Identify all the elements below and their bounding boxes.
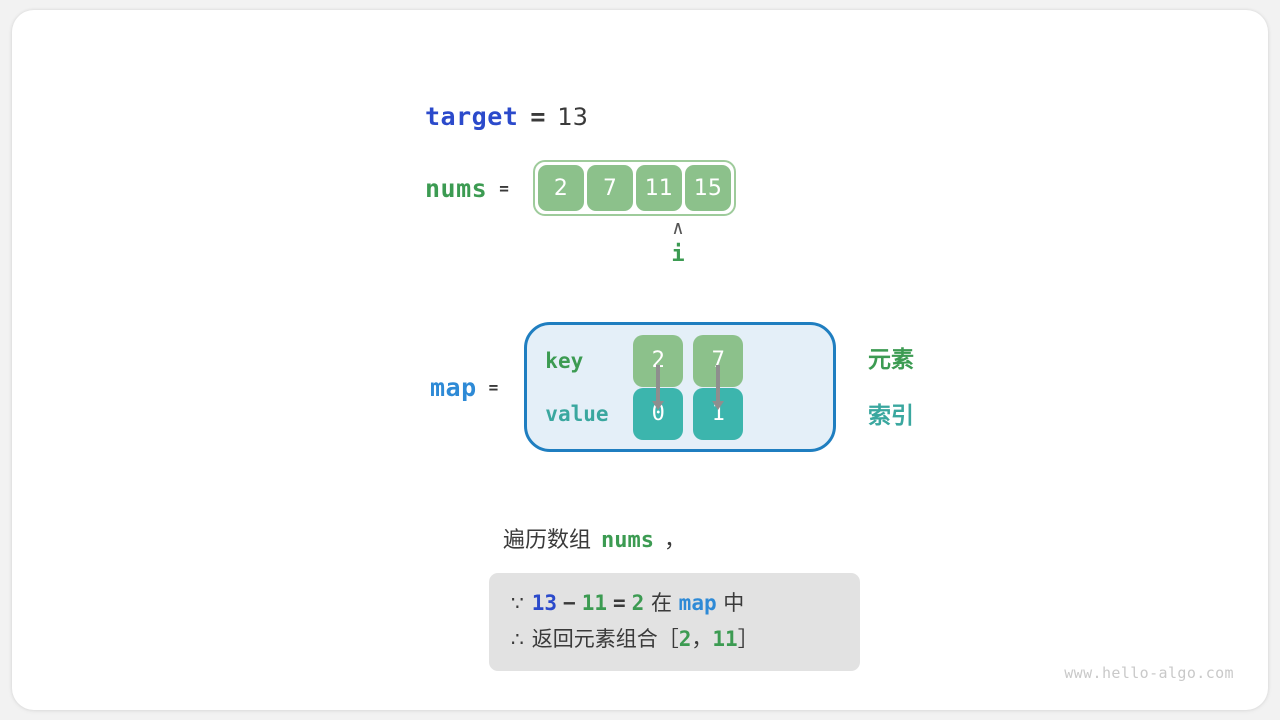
conclusion-in-word: 在 (650, 591, 672, 615)
conclusion-current-value: 11 (581, 591, 607, 615)
conclusion-target-value: 13 (531, 591, 558, 615)
map-value-label: value (545, 401, 609, 426)
nums-variable-name: nums (425, 173, 488, 203)
therefore-symbol: ∴ (511, 627, 524, 651)
map-row-labels: key value (527, 335, 633, 440)
key-to-value-arrow-icon (652, 364, 665, 410)
because-symbol: ∵ (511, 591, 524, 615)
target-variable-name: target (425, 102, 519, 131)
legend-index-label: 索引 (868, 403, 914, 429)
conclusion-map-word: map (678, 591, 717, 615)
caption-text: 遍历数组 nums ， (503, 522, 686, 554)
caret-up-icon: ∧ (672, 217, 684, 239)
target-row: target = 13 (425, 102, 588, 131)
conclusion-return-text: 返回元素组合 (531, 627, 658, 651)
target-equals-sign: = (530, 102, 546, 131)
map-container: key value 2 0 7 1 (524, 322, 837, 452)
bracket-open: ［ (657, 627, 679, 651)
nums-row: nums = 2 7 11 15 (425, 160, 736, 216)
array-cell: 11 (635, 165, 682, 211)
map-entry: 2 0 (633, 334, 684, 440)
map-entries: 2 0 7 1 (633, 334, 744, 440)
map-row: map = key value 2 0 7 1 (430, 322, 837, 452)
diagram-card: target = 13 nums = 2 7 11 15 ∧ i map = (12, 10, 1268, 710)
result-value-2: 11 (712, 627, 738, 651)
caption-prefix: 遍历数组 (503, 528, 592, 553)
result-separator: ， (691, 627, 713, 651)
equals-operator: = (612, 591, 626, 615)
conclusion-line-2: ∴ 返回元素组合［2，11］ (511, 621, 840, 657)
conclusion-complement-value: 2 (631, 591, 645, 615)
conclusion-inside-word: 中 (723, 591, 745, 615)
map-variable-name: map (430, 372, 477, 402)
map-key-label: key (545, 348, 584, 373)
legend-element-label: 元素 (868, 347, 914, 373)
nums-equals-sign: = (499, 178, 509, 198)
index-pointer: ∧ i (663, 218, 693, 268)
caption-comma: ， (664, 528, 687, 553)
conclusion-box: ∵13−11=2 在 map 中 ∴返回元素组合［2，11］ (489, 573, 860, 671)
index-pointer-label: i (671, 242, 685, 267)
array-cell: 15 (684, 165, 731, 211)
conclusion-line-1: ∵ 13−11=2 在 map 中 (511, 585, 840, 621)
caption-code: nums (601, 528, 654, 553)
bracket-close: ］ (737, 627, 759, 651)
array-cell: 2 (537, 165, 584, 211)
minus-operator: − (563, 591, 576, 615)
nums-array: 2 7 11 15 (532, 160, 736, 216)
target-value: 13 (557, 103, 588, 131)
key-to-value-arrow-icon (712, 364, 725, 410)
result-value-1: 2 (678, 627, 692, 651)
watermark: www.hello-algo.com (1064, 664, 1234, 682)
map-entry: 7 1 (693, 334, 744, 440)
map-side-legend: 元素 索引 (868, 340, 914, 430)
array-cell: 7 (586, 165, 633, 211)
map-equals-sign: = (488, 377, 499, 397)
